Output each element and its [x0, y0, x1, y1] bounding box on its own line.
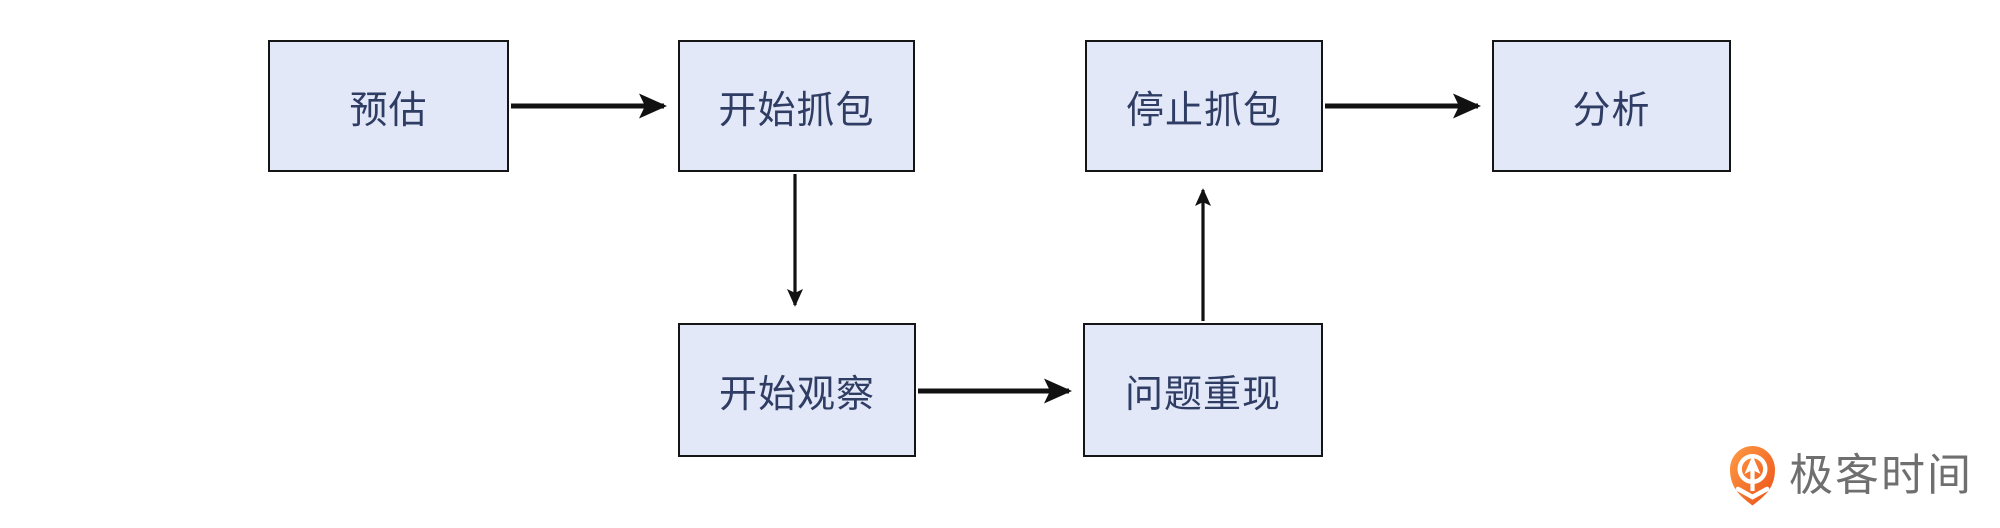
node-estimate-label: 预估	[349, 89, 428, 132]
node-analyze-label: 分析	[1572, 89, 1651, 132]
node-start-capture: 开始抓包	[678, 40, 915, 172]
node-stop-capture-label: 停止抓包	[1125, 89, 1282, 132]
node-reproduce-label: 问题重现	[1124, 373, 1281, 416]
geektime-logo-text: 极客时间	[1789, 451, 1973, 500]
node-stop-capture: 停止抓包	[1085, 40, 1323, 172]
node-estimate: 预估	[268, 40, 509, 172]
node-start-capture-label: 开始抓包	[718, 89, 875, 132]
geektime-logo: 极客时间	[1729, 445, 1973, 507]
node-start-observe-label: 开始观察	[718, 373, 875, 416]
node-reproduce: 问题重现	[1083, 323, 1323, 457]
geektime-logo-icon	[1730, 446, 1775, 506]
node-start-observe: 开始观察	[678, 323, 916, 457]
node-analyze: 分析	[1492, 40, 1731, 172]
